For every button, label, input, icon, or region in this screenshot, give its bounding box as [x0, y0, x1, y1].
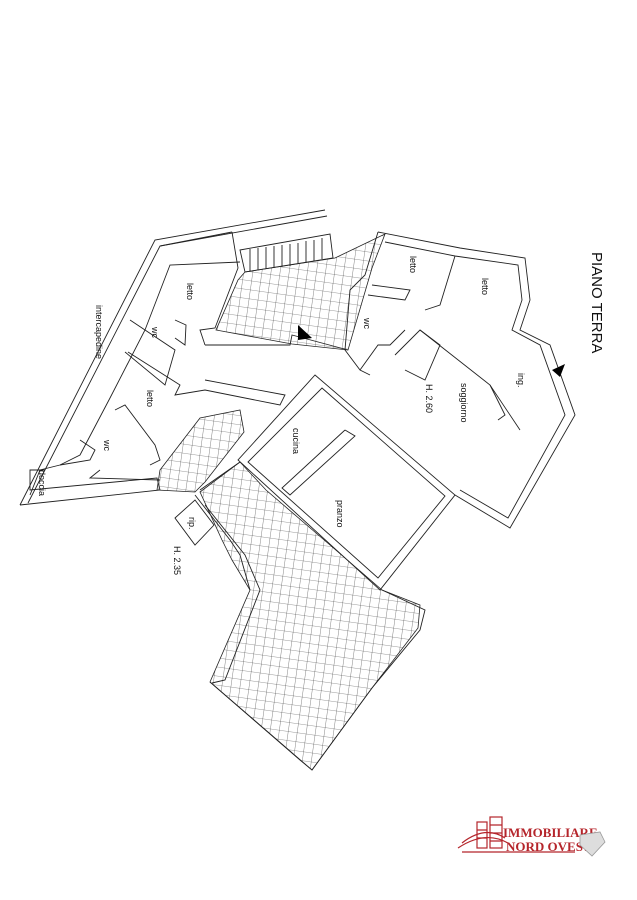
- height-label: H. 2.60: [424, 384, 434, 413]
- svg-text:IMMOBILIARE: IMMOBILIARE: [503, 825, 598, 840]
- room-label: intercapedine: [94, 305, 104, 359]
- company-logo: IMMOBILIARE NORD OVEST: [457, 816, 606, 857]
- height-label: H. 2.35: [172, 546, 182, 575]
- diamond-icon: [579, 831, 606, 857]
- svg-text:NORD OVEST: NORD OVEST: [506, 839, 592, 854]
- room-label: letto: [185, 283, 195, 300]
- room-label: ing.: [516, 373, 526, 388]
- room-label: cucina: [291, 428, 301, 454]
- room-label: letto: [145, 390, 155, 407]
- room-label: soggiorno: [459, 383, 469, 423]
- entrance-arrow-icon: [552, 364, 565, 377]
- room-label: letto: [408, 256, 418, 273]
- terrace-large: [199, 461, 421, 771]
- entrance-arrow-icon: [298, 325, 312, 340]
- courtyard-small: [156, 409, 245, 493]
- room-label: rip.: [187, 517, 197, 530]
- room-label: wc: [362, 317, 372, 329]
- stairs: [239, 233, 334, 273]
- room-label: wc: [150, 326, 160, 338]
- room-label: pranzo: [335, 500, 345, 528]
- page-title: PIANO TERRA: [588, 252, 605, 353]
- room-label: letto: [480, 278, 490, 295]
- walls: [19, 209, 576, 771]
- room-label: wc: [102, 439, 112, 451]
- room-labels: letto wc letto wc doccia intercapedine l…: [37, 256, 526, 575]
- room-label: doccia: [37, 470, 47, 496]
